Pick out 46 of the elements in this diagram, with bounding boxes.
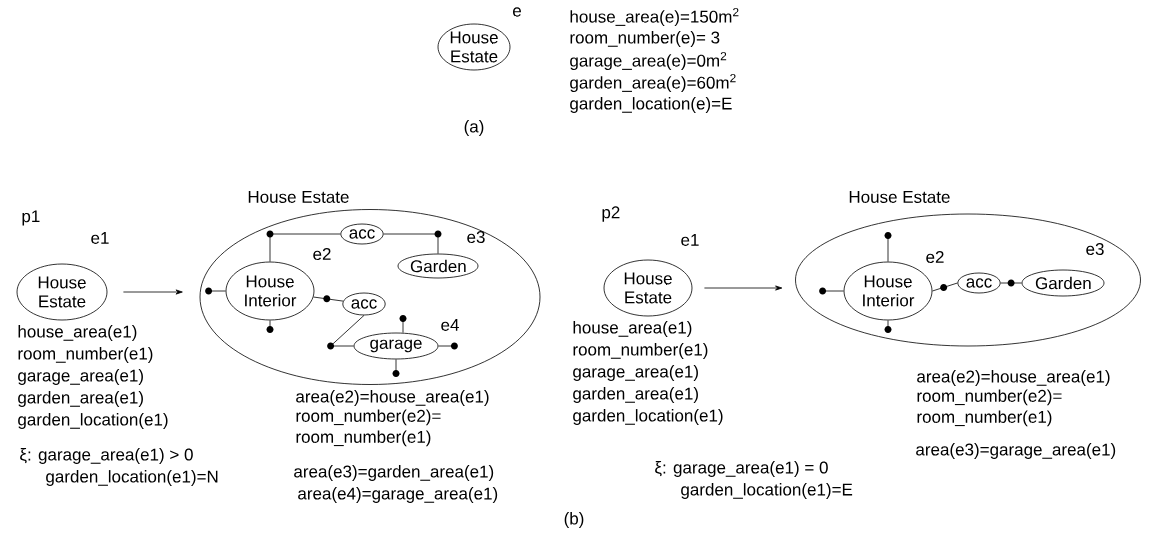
text-label: garden_location(e1)	[573, 409, 723, 425]
arrow	[123, 289, 183, 295]
connector-line	[932, 282, 958, 292]
text-label: room_number(e2)= room_number(e1)	[917, 389, 1062, 427]
text-label: area(e4)=garage_area(e1)	[298, 487, 498, 503]
text-label: garage_area(e)=0m$^{2}$	[570, 51, 727, 71]
entity-label: e2	[926, 251, 944, 264]
text-label: room_number(e)= 3	[570, 31, 720, 47]
text-label: garden_location(e1)=E	[681, 483, 853, 499]
entity-label: e1	[681, 234, 699, 246]
text-label: garden_area(e)=60m$^{2}$	[570, 73, 736, 93]
heading-text: House Estate	[248, 191, 349, 203]
text-label: area(e3)=garage_area(e1)	[916, 443, 1116, 459]
connector-line	[327, 315, 365, 350]
entity-label: e1	[91, 232, 109, 244]
text-label: room_number(e1)	[573, 343, 708, 359]
entity-label: e3	[1086, 243, 1104, 256]
text-label: p2	[602, 206, 620, 222]
text-label: garage_area(e1)	[18, 369, 143, 385]
entity-label: e	[513, 7, 521, 17]
text-label: garden_area(e1)	[573, 387, 698, 403]
text-label: garden_location(e1)=N	[46, 470, 218, 486]
arrow	[704, 285, 783, 291]
text-label: area(e2)=house_area(e1)	[296, 390, 489, 406]
text-label: area(e3)=garden_area(e1)	[294, 465, 494, 481]
text-label: house_area(e)=150m$^{2}$	[570, 7, 739, 27]
entity-label: e4	[441, 319, 459, 331]
text-label: ξ: garage_area(e1) = 0	[655, 461, 828, 477]
text-label: ξ: garage_area(e1) > 0	[20, 448, 193, 464]
text-label: garden_location(e)=E	[570, 97, 732, 113]
connector-line	[1000, 279, 1022, 287]
connector-line	[266, 230, 341, 262]
heading-text: House Estate	[849, 191, 950, 203]
connector-line	[313, 295, 344, 303]
text-label: p1	[22, 210, 40, 226]
entity-label: e3	[467, 231, 485, 244]
text-label: garden_area(e1)	[18, 391, 143, 407]
text-label: room_number(e1)	[18, 347, 153, 363]
text-label: garden_location(e1)	[18, 413, 168, 429]
text-label: room_number(e2)= room_number(e1)	[296, 409, 441, 447]
connector-line	[383, 230, 442, 254]
text-label: (b)	[564, 512, 584, 528]
text-label: area(e2)=house_area(e1)	[917, 370, 1110, 386]
text-label: (a)	[464, 120, 484, 136]
text-label: garage_area(e1)	[573, 365, 698, 381]
entity-label: e2	[313, 248, 331, 261]
